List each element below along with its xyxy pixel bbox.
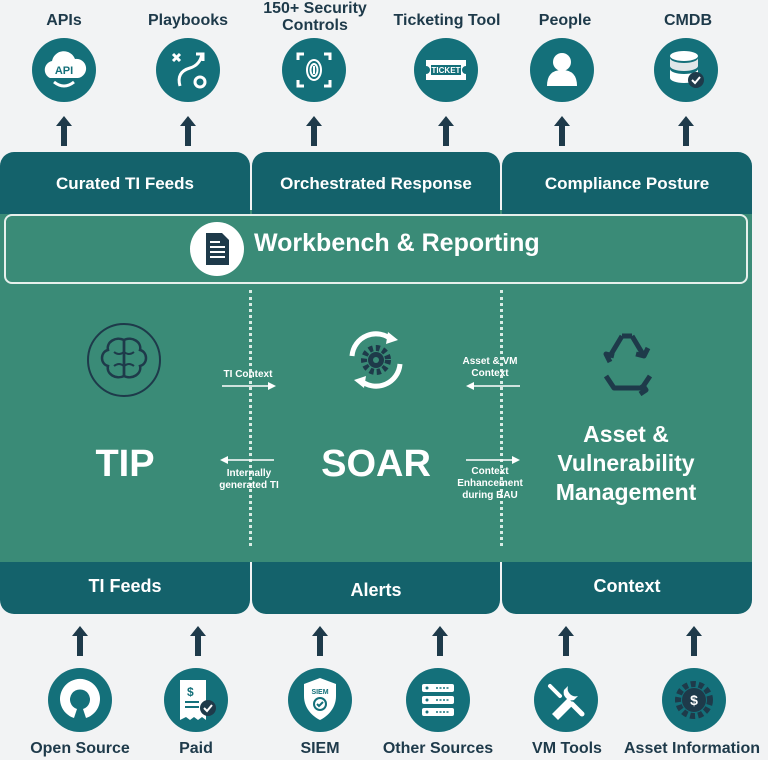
arrow-up-icon bbox=[56, 116, 72, 146]
band-orchestrated-response: Orchestrated Response bbox=[252, 152, 500, 214]
band-curated-ti-feeds: Curated TI Feeds bbox=[0, 152, 250, 214]
tools-icon bbox=[534, 668, 598, 732]
label-cmdb: CMDB bbox=[664, 12, 712, 29]
band-compliance-posture: Compliance Posture bbox=[502, 152, 752, 214]
svg-text:TICKET: TICKET bbox=[432, 66, 461, 75]
band-ti-feeds: TI Feeds bbox=[0, 562, 250, 614]
flow-ti-context: TI Context bbox=[223, 369, 273, 380]
arrow-up-icon bbox=[312, 626, 328, 656]
svg-text:$: $ bbox=[187, 685, 194, 699]
svg-text:$: $ bbox=[690, 692, 698, 708]
arrow-up-icon bbox=[180, 116, 196, 146]
soar-cycle-gear-icon bbox=[338, 322, 414, 398]
arrow-up-icon bbox=[190, 626, 206, 656]
arrow-up-icon bbox=[438, 116, 454, 146]
arrow-up-icon bbox=[554, 116, 570, 146]
arrow-right-icon bbox=[222, 382, 276, 390]
divider-dotted bbox=[500, 290, 503, 546]
label-ticketing-tool: Ticketing Tool bbox=[393, 12, 501, 29]
open-source-icon bbox=[48, 668, 112, 732]
api-cloud-icon: API bbox=[32, 38, 96, 102]
arrow-left-icon bbox=[466, 382, 520, 390]
label-paid: Paid bbox=[179, 740, 213, 757]
soar-title: SOAR bbox=[321, 443, 431, 485]
invoice-icon: $ bbox=[164, 668, 228, 732]
label-people: People bbox=[538, 12, 592, 29]
arrow-right-icon bbox=[466, 456, 520, 464]
label-apis: APIs bbox=[46, 12, 82, 29]
label-open-source: Open Source bbox=[30, 740, 130, 757]
arrow-up-icon bbox=[72, 626, 88, 656]
arrow-up-icon bbox=[678, 116, 694, 146]
database-icon bbox=[654, 38, 718, 102]
svg-text:API: API bbox=[55, 65, 73, 77]
tip-title: TIP bbox=[95, 443, 155, 485]
band-context: Context bbox=[502, 562, 752, 614]
label-other-sources: Other Sources bbox=[382, 740, 494, 757]
asset-gear-icon: $ bbox=[662, 668, 726, 732]
label-asset-information: Asset Information bbox=[623, 740, 760, 757]
workbench-title: Workbench & Reporting bbox=[254, 229, 540, 257]
server-icon bbox=[406, 668, 470, 732]
ticket-icon: TICKET bbox=[414, 38, 478, 102]
arrow-left-icon bbox=[220, 456, 274, 464]
label-siem: SIEM bbox=[300, 740, 340, 757]
person-icon bbox=[530, 38, 594, 102]
workbench-bar bbox=[4, 214, 748, 284]
fingerprint-icon bbox=[282, 38, 346, 102]
divider-dotted bbox=[249, 290, 252, 546]
recycle-icon bbox=[592, 326, 664, 397]
avm-title: Asset & Vulnerability Management bbox=[555, 421, 697, 505]
playbook-icon bbox=[156, 38, 220, 102]
label-playbooks: Playbooks bbox=[147, 12, 229, 29]
label-vm-tools: VM Tools bbox=[532, 740, 602, 757]
brain-icon bbox=[86, 322, 162, 398]
band-alerts: Alerts bbox=[252, 562, 500, 614]
siem-shield-icon: SIEM bbox=[288, 668, 352, 732]
arrow-up-icon bbox=[558, 626, 574, 656]
document-icon bbox=[190, 222, 244, 276]
arrow-up-icon bbox=[306, 116, 322, 146]
arrow-up-icon bbox=[432, 626, 448, 656]
svg-text:SIEM: SIEM bbox=[311, 689, 328, 696]
arrow-up-icon bbox=[686, 626, 702, 656]
